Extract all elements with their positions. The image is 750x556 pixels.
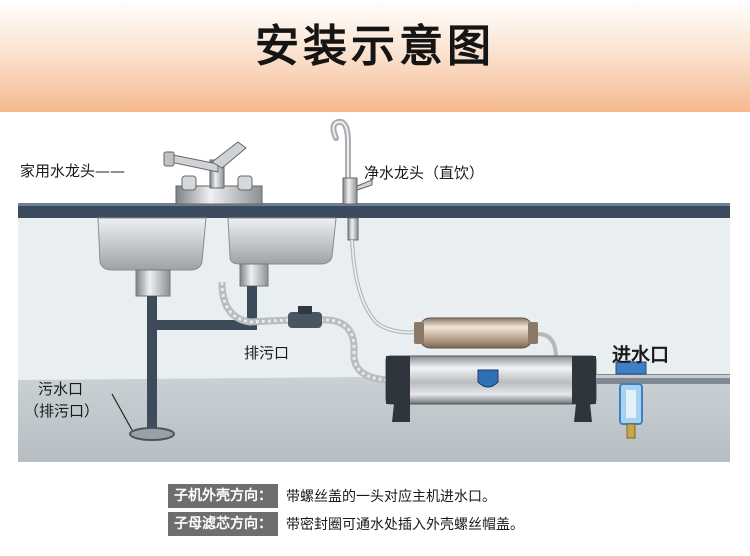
page-title: 安装示意图 (255, 21, 495, 72)
note-text: 带密封圈可通水处插入外壳螺丝帽盖。 (286, 517, 524, 533)
title-banner: 安装示意图 (0, 0, 750, 112)
note-row: 子机外壳方向： 带螺丝盖的一头对应主机进水口。 (168, 484, 524, 508)
diagram-canvas (18, 118, 730, 462)
installation-diagram: 家用水龙头—— 净水龙头（直饮） 排污口 污水口 （排污口） 进水口 (0, 112, 750, 476)
countertop (18, 204, 730, 218)
inlet-pipe (596, 374, 730, 384)
household-faucet (163, 141, 263, 205)
purified-faucet-label: 净水龙头（直饮） (364, 164, 485, 182)
note-text: 带螺丝盖的一头对应主机进水口。 (286, 489, 496, 505)
sewage-outlet-sublabel: （排污口） (24, 402, 100, 420)
pre-filter (615, 361, 647, 439)
main-filter-housing (385, 355, 597, 422)
connector-tube (537, 332, 558, 359)
drain-valve-label: 排污口 (244, 344, 290, 362)
purified-faucet (330, 118, 373, 241)
floor-drain (129, 427, 175, 441)
drain-pipe (147, 286, 257, 436)
drain-valve (288, 306, 322, 328)
secondary-filter-housing (414, 317, 538, 349)
sewage-outlet-label: 污水口 (38, 380, 84, 398)
installation-notes: 子机外壳方向： 带螺丝盖的一头对应主机进水口。 子母滤芯方向： 带密封圈可通水处… (168, 484, 524, 540)
sink-basin-right (227, 217, 337, 287)
water-inlet-label: 进水口 (612, 344, 670, 366)
household-faucet-label: 家用水龙头—— (20, 162, 126, 180)
brand-shield-icon (477, 369, 499, 388)
note-tag: 子机外壳方向： (168, 484, 278, 508)
note-row: 子母滤芯方向： 带密封圈可通水处插入外壳螺丝帽盖。 (168, 512, 524, 536)
note-tag: 子母滤芯方向： (168, 512, 278, 536)
